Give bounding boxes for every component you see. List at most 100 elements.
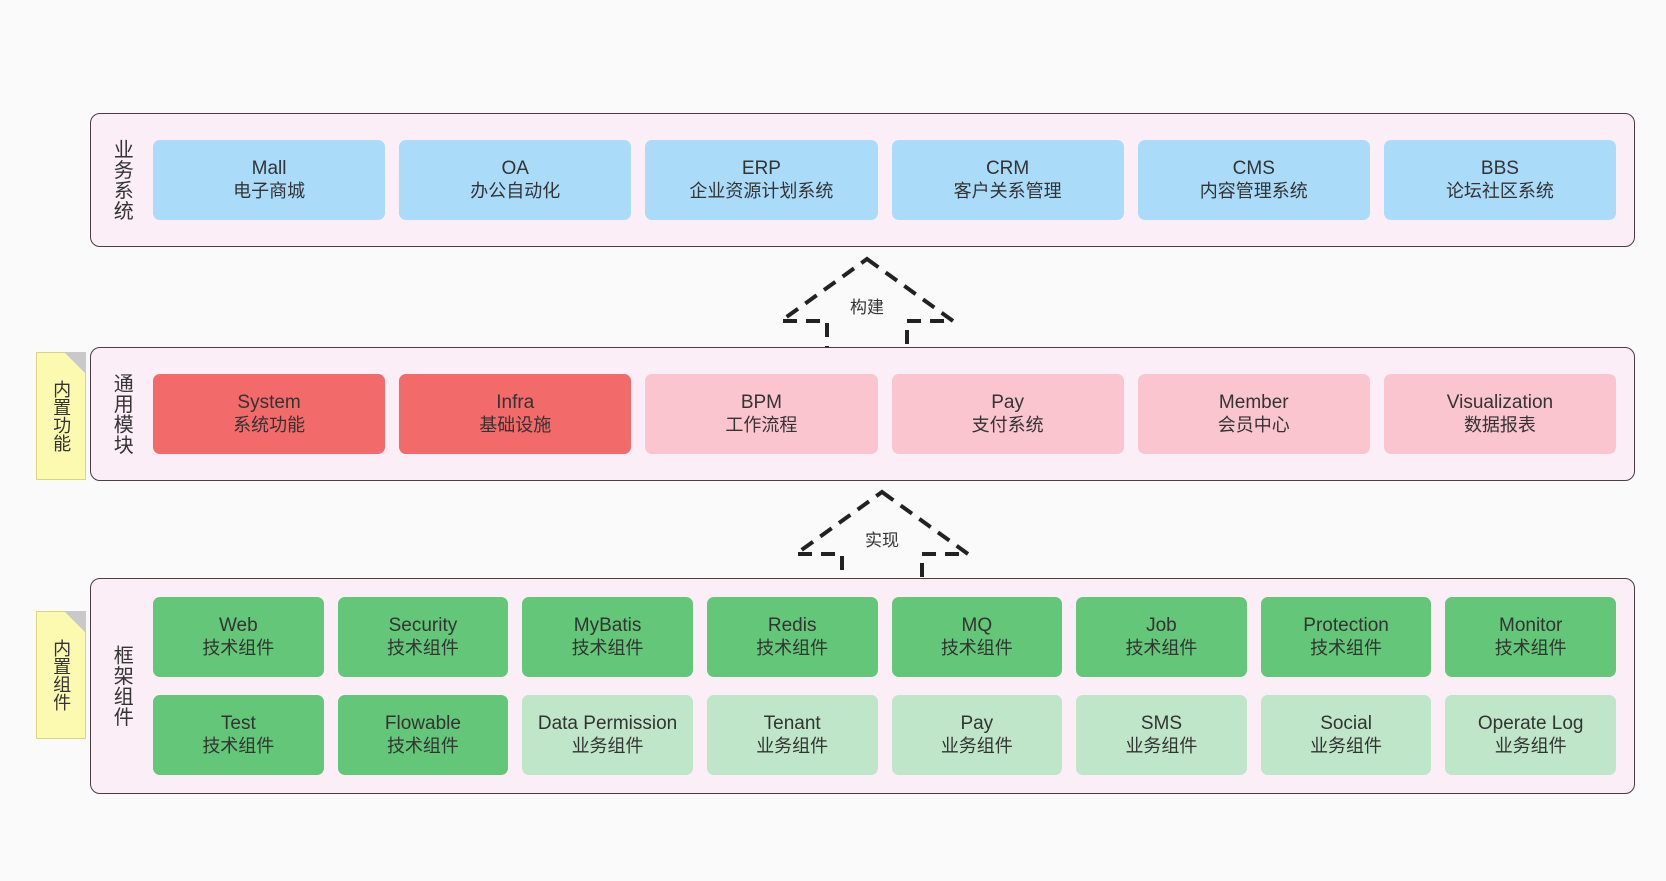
card-bbs[interactable]: BBS 论坛社区系统: [1383, 140, 1617, 220]
card-title: Protection: [1303, 615, 1389, 637]
card-row: Test 技术组件 Flowable 技术组件 Data Permission …: [153, 695, 1616, 775]
card-title: Member: [1218, 392, 1289, 414]
card-subtitle: 基础设施: [479, 414, 552, 435]
card-mybatis[interactable]: MyBatis 技术组件: [522, 597, 693, 677]
card-title: Redis: [767, 615, 817, 637]
card-subtitle: 技术组件: [571, 637, 644, 658]
card-flowable[interactable]: Flowable 技术组件: [337, 695, 509, 775]
card-mall[interactable]: Mall 电子商城: [153, 140, 386, 220]
layer-common-modules: 通用模块 System 系统功能 Infra 基础设施 BPM 工作流程 Pay…: [90, 347, 1635, 481]
card-pay-component[interactable]: Pay 业务组件: [891, 695, 1063, 775]
card-title: System: [237, 392, 301, 414]
card-title: Infra: [496, 392, 535, 414]
card-title: Mall: [251, 158, 287, 180]
card-row: Mall 电子商城 OA 办公自动化 ERP 企业资源计划系统 CRM 客户关系…: [153, 140, 1617, 220]
card-cms[interactable]: CMS 内容管理系统: [1137, 140, 1370, 220]
card-row: System 系统功能 Infra 基础设施 BPM 工作流程 Pay 支付系统…: [153, 374, 1617, 454]
card-subtitle: 技术组件: [1310, 637, 1383, 658]
card-web[interactable]: Web 技术组件: [153, 597, 324, 677]
card-subtitle: 技术组件: [1125, 637, 1198, 658]
card-monitor[interactable]: Monitor 技术组件: [1445, 597, 1616, 677]
card-subtitle: 数据报表: [1463, 414, 1536, 435]
card-subtitle: 业务组件: [571, 735, 644, 756]
card-title: Security: [388, 615, 458, 637]
card-subtitle: 业务组件: [1125, 735, 1198, 756]
card-redis[interactable]: Redis 技术组件: [706, 597, 878, 677]
card-data-permission[interactable]: Data Permission 业务组件: [522, 695, 693, 775]
card-title: Pay: [991, 392, 1024, 414]
layer-label-framework-components: 框架组件: [110, 645, 133, 727]
card-erp[interactable]: ERP 企业资源计划系统: [645, 140, 878, 220]
card-title: ERP: [741, 158, 781, 180]
note-text: 内置组件: [51, 639, 72, 711]
layer-label-common-modules: 通用模块: [110, 373, 133, 455]
card-subtitle: 客户关系管理: [953, 180, 1062, 201]
card-oa[interactable]: OA 办公自动化: [399, 140, 632, 220]
card-subtitle: 电子商城: [233, 180, 306, 201]
card-title: OA: [501, 158, 529, 180]
note-text: 内置功能: [51, 380, 72, 452]
card-bpm[interactable]: BPM 工作流程: [645, 374, 878, 454]
layer-body-common-modules: System 系统功能 Infra 基础设施 BPM 工作流程 Pay 支付系统…: [139, 348, 1634, 480]
dashed-up-arrow-icon: [789, 489, 975, 586]
connector-implement-label: 实现: [865, 531, 899, 550]
card-title: Flowable: [384, 713, 461, 735]
card-subtitle: 技术组件: [202, 637, 275, 658]
card-subtitle: 系统功能: [233, 414, 306, 435]
card-subtitle: 业务组件: [756, 735, 829, 756]
card-row: Web 技术组件 Security 技术组件 MyBatis 技术组件 Redi…: [153, 597, 1616, 677]
card-member[interactable]: Member 会员中心: [1137, 374, 1370, 454]
layer-label-business-systems: 业务系统: [110, 139, 133, 221]
note-builtin-features: 内置功能: [36, 352, 86, 480]
card-infra[interactable]: Infra 基础设施: [399, 374, 632, 454]
card-title: CRM: [985, 158, 1030, 180]
card-title: Test: [220, 713, 256, 735]
card-visualization[interactable]: Visualization 数据报表: [1383, 374, 1617, 454]
dashed-up-arrow-icon: [774, 256, 960, 353]
connector-implement-arrow: 实现: [772, 488, 992, 586]
card-title: Operate Log: [1477, 713, 1584, 735]
card-subtitle: 技术组件: [386, 637, 459, 658]
card-title: Job: [1146, 615, 1177, 637]
card-mq[interactable]: MQ 技术组件: [891, 597, 1063, 677]
card-tenant[interactable]: Tenant 业务组件: [706, 695, 878, 775]
card-title: Visualization: [1446, 392, 1554, 414]
card-title: Data Permission: [537, 713, 678, 735]
card-operate-log[interactable]: Operate Log 业务组件: [1445, 695, 1616, 775]
card-subtitle: 会员中心: [1217, 414, 1290, 435]
card-subtitle: 技术组件: [386, 735, 459, 756]
card-test[interactable]: Test 技术组件: [153, 695, 324, 775]
card-subtitle: 技术组件: [202, 735, 275, 756]
card-title: Tenant: [763, 713, 821, 735]
layer-business-systems: 业务系统 Mall 电子商城 OA 办公自动化 ERP 企业资源计划系统 CRM…: [90, 113, 1635, 247]
card-title: MyBatis: [573, 615, 642, 637]
layer-framework-components: 框架组件 Web 技术组件 Security 技术组件 MyBatis 技术组件…: [90, 578, 1635, 794]
card-job[interactable]: Job 技术组件: [1076, 597, 1247, 677]
card-system[interactable]: System 系统功能: [153, 374, 386, 454]
card-title: Web: [218, 615, 258, 637]
card-sms[interactable]: SMS 业务组件: [1076, 695, 1247, 775]
card-title: Monitor: [1499, 615, 1563, 637]
card-title: SMS: [1140, 713, 1183, 735]
card-subtitle: 技术组件: [756, 637, 829, 658]
card-social[interactable]: Social 业务组件: [1260, 695, 1432, 775]
card-title: MQ: [961, 615, 993, 637]
card-subtitle: 论坛社区系统: [1445, 180, 1554, 201]
card-subtitle: 工作流程: [725, 414, 798, 435]
card-crm[interactable]: CRM 客户关系管理: [891, 140, 1124, 220]
card-title: BPM: [740, 392, 783, 414]
card-subtitle: 办公自动化: [470, 180, 561, 201]
card-subtitle: 支付系统: [971, 414, 1044, 435]
note-builtin-components: 内置组件: [36, 611, 86, 739]
card-title: Pay: [960, 713, 994, 735]
card-title: Social: [1320, 713, 1372, 735]
card-subtitle: 业务组件: [1494, 735, 1567, 756]
card-subtitle: 技术组件: [940, 637, 1013, 658]
card-protection[interactable]: Protection 技术组件: [1260, 597, 1432, 677]
card-pay[interactable]: Pay 支付系统: [891, 374, 1124, 454]
layer-body-framework-components: Web 技术组件 Security 技术组件 MyBatis 技术组件 Redi…: [139, 579, 1634, 793]
card-subtitle: 业务组件: [940, 735, 1013, 756]
card-security[interactable]: Security 技术组件: [337, 597, 509, 677]
card-title: CMS: [1232, 158, 1275, 180]
connector-build-arrow: 构建: [757, 255, 977, 353]
